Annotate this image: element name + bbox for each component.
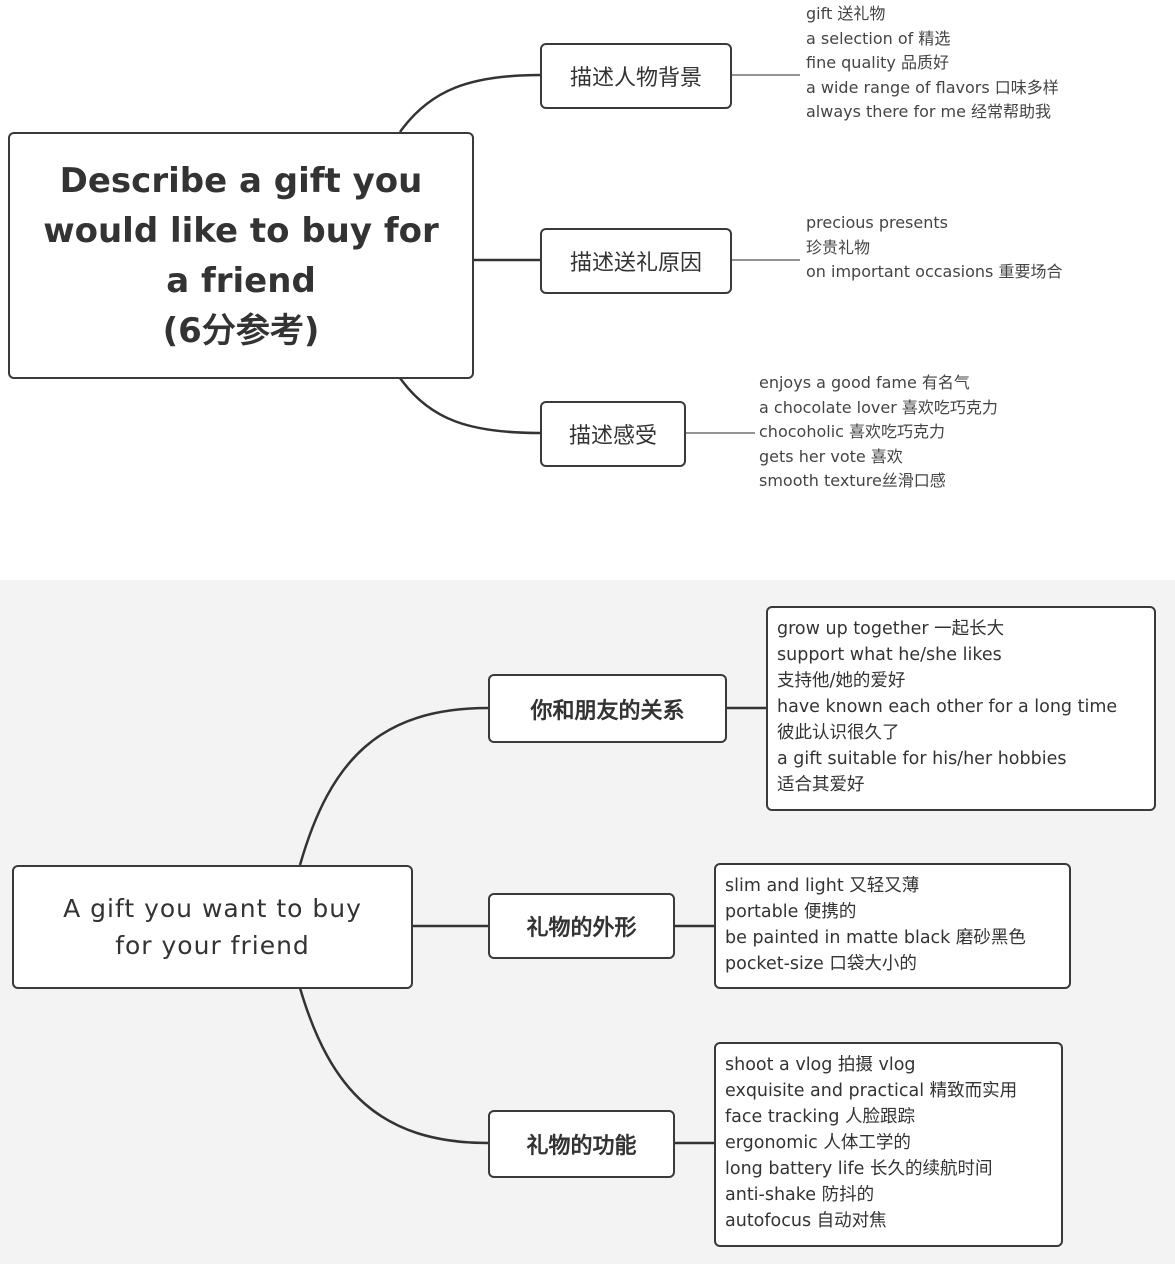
list-item: ergonomic 人体工学的 [725,1133,911,1153]
list-item: smooth texture丝滑口感 [759,471,946,490]
branch-appearance[interactable]: 礼物的外形 [488,893,675,959]
list-item: always there for me 经常帮助我 [806,102,1052,121]
connector [398,73,541,133]
list-item: a gift suitable for his/her hobbies [777,749,1067,769]
central-line: would like to buy for [43,210,439,251]
list-item: gets her vote 喜欢 [759,446,903,466]
branch-label: 描述感受 [568,424,657,449]
branch-background[interactable]: 描述人物背景 [540,43,732,109]
list-item: gift 送礼物 [806,4,886,23]
list-item: support what he/she likes [777,645,1002,665]
list-item: grow up together 一起长大 [777,619,1005,639]
list-item: shoot a vlog 拍摄 vlog [725,1055,916,1075]
leaf-list-reason: precious presents 珍贵礼物 on important occa… [806,211,1062,285]
central-topic-1[interactable]: Describe a gift you would like to buy fo… [8,132,474,379]
list-item: have known each other for a long time [777,697,1118,717]
list-item: a wide range of flavors 口味多样 [806,77,1059,97]
list-item: 适合其爱好 [777,775,865,795]
branch-feeling[interactable]: 描述感受 [540,401,686,467]
list-item: face tracking 人脸跟踪 [725,1107,915,1127]
leaf-box-relationship[interactable]: grow up together 一起长大 support what he/sh… [766,606,1156,811]
list-item: pocket-size 口袋大小的 [725,954,917,974]
central-line: (6分参考) [162,310,320,351]
list-item: 彼此认识很久了 [777,723,900,743]
list-item: autofocus 自动对焦 [725,1211,887,1231]
central-line: Describe a gift you [59,160,423,201]
list-item: chocoholic 喜欢吃巧克力 [759,422,946,441]
list-item: 支持他/她的爱好 [777,671,906,691]
connector [398,377,541,435]
central-topic-2[interactable]: A gift you want to buy for your friend [12,865,413,989]
list-item: portable 便携的 [725,902,857,922]
central-line: A gift you want to buy [63,894,362,923]
branch-label: 描述人物背景 [569,66,702,91]
connector [298,987,489,1145]
branch-relationship[interactable]: 你和朋友的关系 [488,674,727,743]
branch-reason[interactable]: 描述送礼原因 [540,228,732,294]
branch-label: 描述送礼原因 [569,251,702,276]
list-item: fine quality 品质好 [806,53,949,72]
list-item: slim and light 又轻又薄 [725,876,920,896]
list-item: 珍贵礼物 [806,237,871,257]
list-item: a selection of 精选 [806,28,951,48]
list-item: anti-shake 防抖的 [725,1185,875,1205]
branch-function[interactable]: 礼物的功能 [488,1110,675,1178]
connector [298,706,489,866]
branch-label: 礼物的外形 [526,916,637,941]
leaf-list-feeling: enjoys a good fame 有名气 a chocolate lover… [759,371,998,494]
list-item: long battery life 长久的续航时间 [725,1159,993,1179]
central-line: a friend [166,260,316,301]
list-item: precious presents [806,213,948,232]
list-item: on important occasions 重要场合 [806,262,1063,281]
branch-label: 你和朋友的关系 [530,698,685,724]
leaf-box-function[interactable]: shoot a vlog 拍摄 vlog exquisite and pract… [714,1042,1063,1247]
leaf-list-background: gift 送礼物 a selection of 精选 fine quality … [806,2,1059,125]
leaf-box-appearance[interactable]: slim and light 又轻又薄 portable 便携的 be pain… [714,863,1071,989]
list-item: a chocolate lover 喜欢吃巧克力 [759,397,998,417]
list-item: be painted in matte black 磨砂黑色 [725,928,1026,948]
list-item: enjoys a good fame 有名气 [759,373,970,392]
branch-label: 礼物的功能 [526,1134,637,1159]
central-line: for your friend [115,931,310,960]
list-item: exquisite and practical 精致而实用 [725,1081,1018,1101]
